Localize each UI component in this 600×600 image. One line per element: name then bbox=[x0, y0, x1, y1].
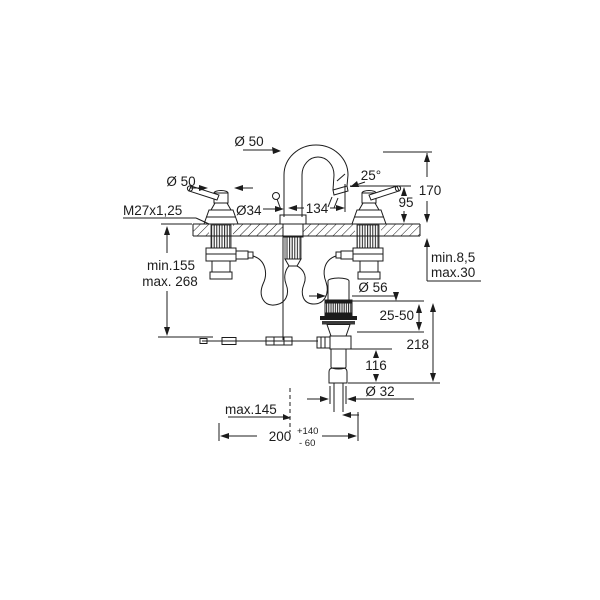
left-handle-threaded-shank bbox=[210, 224, 232, 249]
pop-up-knob bbox=[272, 192, 280, 200]
svg-text:max.145: max.145 bbox=[225, 402, 277, 417]
svg-text:Ø 50: Ø 50 bbox=[234, 134, 263, 149]
dim-waste-height: 218 bbox=[348, 303, 440, 384]
svg-text:25-50: 25-50 bbox=[379, 308, 414, 323]
svg-text:min.155: min.155 bbox=[147, 258, 195, 273]
spout-arc-outer bbox=[283, 144, 349, 176]
pop-up-waste-assembly bbox=[316, 277, 357, 412]
left-hose-nipple bbox=[235, 250, 249, 260]
countertop-deck-section bbox=[161, 223, 421, 237]
flexible-hoses bbox=[252, 255, 337, 306]
pop-up-rod-linkage bbox=[199, 237, 318, 346]
svg-text:min.8,5: min.8,5 bbox=[431, 250, 475, 265]
svg-text:max.30: max.30 bbox=[431, 265, 475, 280]
right-handle-threaded-shank bbox=[356, 224, 380, 249]
svg-text:200: 200 bbox=[269, 429, 292, 444]
dim-plug-travel: 25-50 bbox=[357, 304, 424, 333]
svg-text:Ø 56: Ø 56 bbox=[358, 280, 387, 295]
dim-deck-thickness: min.8,5 max.30 bbox=[424, 238, 481, 282]
right-hose-nipple bbox=[340, 250, 354, 260]
waste-flange bbox=[320, 316, 357, 320]
dim-rod-length: min.155 max. 268 bbox=[142, 226, 213, 338]
dim-handle-diameter: Ø 50 bbox=[166, 174, 253, 191]
svg-text:25°: 25° bbox=[361, 168, 381, 183]
left-handle-valve bbox=[186, 185, 254, 280]
dim-tailpipe-length: 116 bbox=[350, 348, 392, 382]
dim-hole-distance: 200 +140 - 60 bbox=[218, 412, 359, 449]
waste-body bbox=[329, 335, 352, 350]
svg-text:218: 218 bbox=[406, 337, 429, 352]
spout-arc-inner bbox=[301, 156, 335, 176]
spout bbox=[272, 144, 349, 267]
dim-aerator-angle: 25° bbox=[350, 168, 381, 187]
dim-tailpipe-diameter: Ø 32 bbox=[307, 384, 414, 404]
spout-threaded-shank bbox=[284, 236, 302, 260]
svg-text:+140: +140 bbox=[297, 426, 318, 437]
dim-lever-reach: max.145 bbox=[225, 388, 359, 432]
lever-ball-joint bbox=[316, 336, 331, 349]
svg-text:170: 170 bbox=[419, 183, 442, 198]
svg-text:Ø34: Ø34 bbox=[236, 203, 262, 218]
dim-hole-diameter: Ø34 bbox=[236, 203, 284, 218]
svg-text:- 60: - 60 bbox=[299, 438, 315, 449]
dim-thread-size: M27x1,25 bbox=[123, 203, 210, 225]
svg-text:M27x1,25: M27x1,25 bbox=[123, 203, 182, 218]
svg-text:max. 268: max. 268 bbox=[142, 274, 198, 289]
svg-text:Ø 50: Ø 50 bbox=[166, 174, 195, 189]
svg-text:134: 134 bbox=[306, 201, 329, 216]
right-handle-valve bbox=[335, 185, 402, 280]
svg-text:95: 95 bbox=[398, 195, 413, 210]
water-stream-dash bbox=[327, 196, 333, 208]
dim-spout-height: 170 bbox=[383, 151, 442, 223]
aerator bbox=[332, 185, 349, 196]
tailpipe-coupling bbox=[328, 367, 348, 384]
svg-text:116: 116 bbox=[365, 358, 387, 373]
water-stream-dash bbox=[333, 197, 339, 209]
dim-waste-diameter: Ø 56 bbox=[309, 280, 424, 302]
dim-outlet-height: 95 bbox=[350, 185, 414, 223]
dim-spout-top-diameter: Ø 50 bbox=[234, 134, 281, 154]
svg-text:Ø 32: Ø 32 bbox=[365, 384, 394, 399]
dim-spout-reach: 134 bbox=[288, 184, 346, 216]
